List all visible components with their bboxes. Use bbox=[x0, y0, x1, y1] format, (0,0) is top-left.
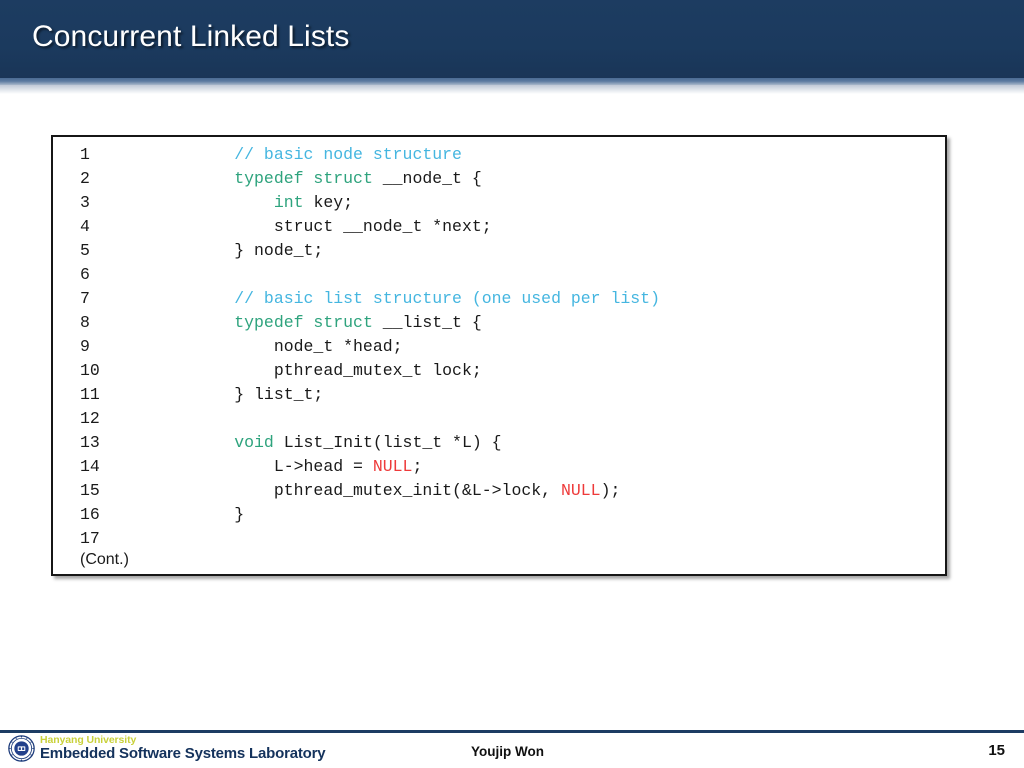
code-token: __list_t { bbox=[372, 313, 482, 332]
code-line: 15 pthread_mutex_init(&L->lock, NULL); bbox=[53, 479, 945, 503]
code-line-source: L->head = NULL; bbox=[155, 455, 945, 479]
code-token: struct __node_t *next; bbox=[155, 217, 492, 236]
code-line: 16 } bbox=[53, 503, 945, 527]
code-line-source: void List_Init(list_t *L) { bbox=[155, 431, 945, 455]
code-line-source bbox=[155, 407, 945, 431]
code-line-number: 13 bbox=[80, 433, 100, 452]
code-line-number: 1 bbox=[80, 145, 90, 164]
university-name: Hanyang University bbox=[40, 734, 137, 747]
code-line-source bbox=[155, 263, 945, 287]
code-line: 7 // basic list structure (one used per … bbox=[53, 287, 945, 311]
code-token: typedef struct bbox=[234, 313, 373, 332]
code-token bbox=[155, 289, 234, 308]
code-line-source: struct __node_t *next; bbox=[155, 215, 945, 239]
title-accent-bar bbox=[0, 78, 1024, 85]
code-token: NULL bbox=[560, 481, 601, 500]
code-line: 4 struct __node_t *next; bbox=[53, 215, 945, 239]
code-line: 13 void List_Init(list_t *L) { bbox=[53, 431, 945, 455]
code-token bbox=[155, 145, 234, 164]
code-token: // basic node structure bbox=[234, 145, 462, 164]
code-token: void bbox=[234, 433, 274, 452]
code-line: 6 bbox=[53, 263, 945, 287]
code-line-source: int key; bbox=[155, 191, 945, 215]
code-line-number: 2 bbox=[80, 169, 90, 188]
code-token: key; bbox=[303, 193, 354, 212]
code-line-number: 11 bbox=[80, 385, 100, 404]
code-token: ; bbox=[412, 457, 423, 476]
code-token: } node_t; bbox=[155, 241, 324, 260]
code-line: 12 bbox=[53, 407, 945, 431]
code-line-number: 9 bbox=[80, 337, 90, 356]
code-line: 3 int key; bbox=[53, 191, 945, 215]
code-line: 2 typedef struct __node_t { bbox=[53, 167, 945, 191]
code-line-number: 17 bbox=[80, 529, 100, 548]
code-token bbox=[155, 193, 274, 212]
code-line-number: 5 bbox=[80, 241, 90, 260]
code-line-number: 8 bbox=[80, 313, 90, 332]
code-line-number: 15 bbox=[80, 481, 100, 500]
code-token: } list_t; bbox=[155, 385, 324, 404]
code-line-source: // basic list structure (one used per li… bbox=[155, 287, 945, 311]
code-line: 5 } node_t; bbox=[53, 239, 945, 263]
code-token: pthread_mutex_t lock; bbox=[155, 361, 482, 380]
code-line: 10 pthread_mutex_t lock; bbox=[53, 359, 945, 383]
author-name: Youjip Won bbox=[471, 744, 544, 759]
code-token: int bbox=[273, 193, 304, 212]
code-token: L->head = bbox=[155, 457, 373, 476]
code-token: // basic list structure (one used per li… bbox=[234, 289, 660, 308]
code-token bbox=[155, 313, 234, 332]
title-accent-shadow bbox=[0, 85, 1024, 94]
code-line: 9 node_t *head; bbox=[53, 335, 945, 359]
slide-footer: Hanyang University Embedded Software Sys… bbox=[0, 733, 1024, 768]
continuation-label: (Cont.) bbox=[80, 551, 129, 568]
code-line-number: 6 bbox=[80, 265, 90, 284]
code-line-source: typedef struct __node_t { bbox=[155, 167, 945, 191]
code-line: 17 bbox=[53, 527, 945, 551]
lab-branding: Hanyang University Embedded Software Sys… bbox=[8, 734, 326, 763]
code-line-number: 14 bbox=[80, 457, 100, 476]
code-line: 8 typedef struct __list_t { bbox=[53, 311, 945, 335]
code-line-number: 4 bbox=[80, 217, 90, 236]
code-line-source: pthread_mutex_t lock; bbox=[155, 359, 945, 383]
code-line-source: node_t *head; bbox=[155, 335, 945, 359]
code-line-source: } bbox=[155, 503, 945, 527]
code-line-number: 12 bbox=[80, 409, 100, 428]
code-token: node_t *head; bbox=[155, 337, 403, 356]
code-line-source bbox=[155, 527, 945, 551]
page-number: 15 bbox=[988, 742, 1005, 759]
code-line-source: } node_t; bbox=[155, 239, 945, 263]
code-line: 1 // basic node structure bbox=[53, 143, 945, 167]
code-line: 14 L->head = NULL; bbox=[53, 455, 945, 479]
code-token: pthread_mutex_init(&L->lock, bbox=[155, 481, 561, 500]
code-line-source: } list_t; bbox=[155, 383, 945, 407]
code-token: NULL bbox=[372, 457, 413, 476]
code-line: 11 } list_t; bbox=[53, 383, 945, 407]
code-line-source: pthread_mutex_init(&L->lock, NULL); bbox=[155, 479, 945, 503]
code-line-source: typedef struct __list_t { bbox=[155, 311, 945, 335]
code-token: typedef struct bbox=[234, 169, 373, 188]
code-token: __node_t { bbox=[372, 169, 482, 188]
code-token bbox=[155, 169, 234, 188]
code-line-number: 3 bbox=[80, 193, 90, 212]
footer-divider bbox=[0, 730, 1024, 733]
page-title: Concurrent Linked Lists bbox=[32, 20, 350, 53]
code-line-number: 7 bbox=[80, 289, 90, 308]
code-line-number: 16 bbox=[80, 505, 100, 524]
code-token bbox=[155, 433, 234, 452]
code-line-source: // basic node structure bbox=[155, 143, 945, 167]
code-token: } bbox=[155, 505, 245, 524]
code-token: ); bbox=[600, 481, 621, 500]
lab-text-block: Hanyang University Embedded Software Sys… bbox=[40, 734, 326, 763]
laboratory-name: Embedded Software Systems Laboratory bbox=[40, 745, 326, 763]
university-seal-icon bbox=[8, 735, 35, 762]
slide-title-banner bbox=[0, 0, 1024, 78]
code-token: List_Init(list_t *L) { bbox=[273, 433, 502, 452]
code-line-number: 10 bbox=[80, 361, 100, 380]
